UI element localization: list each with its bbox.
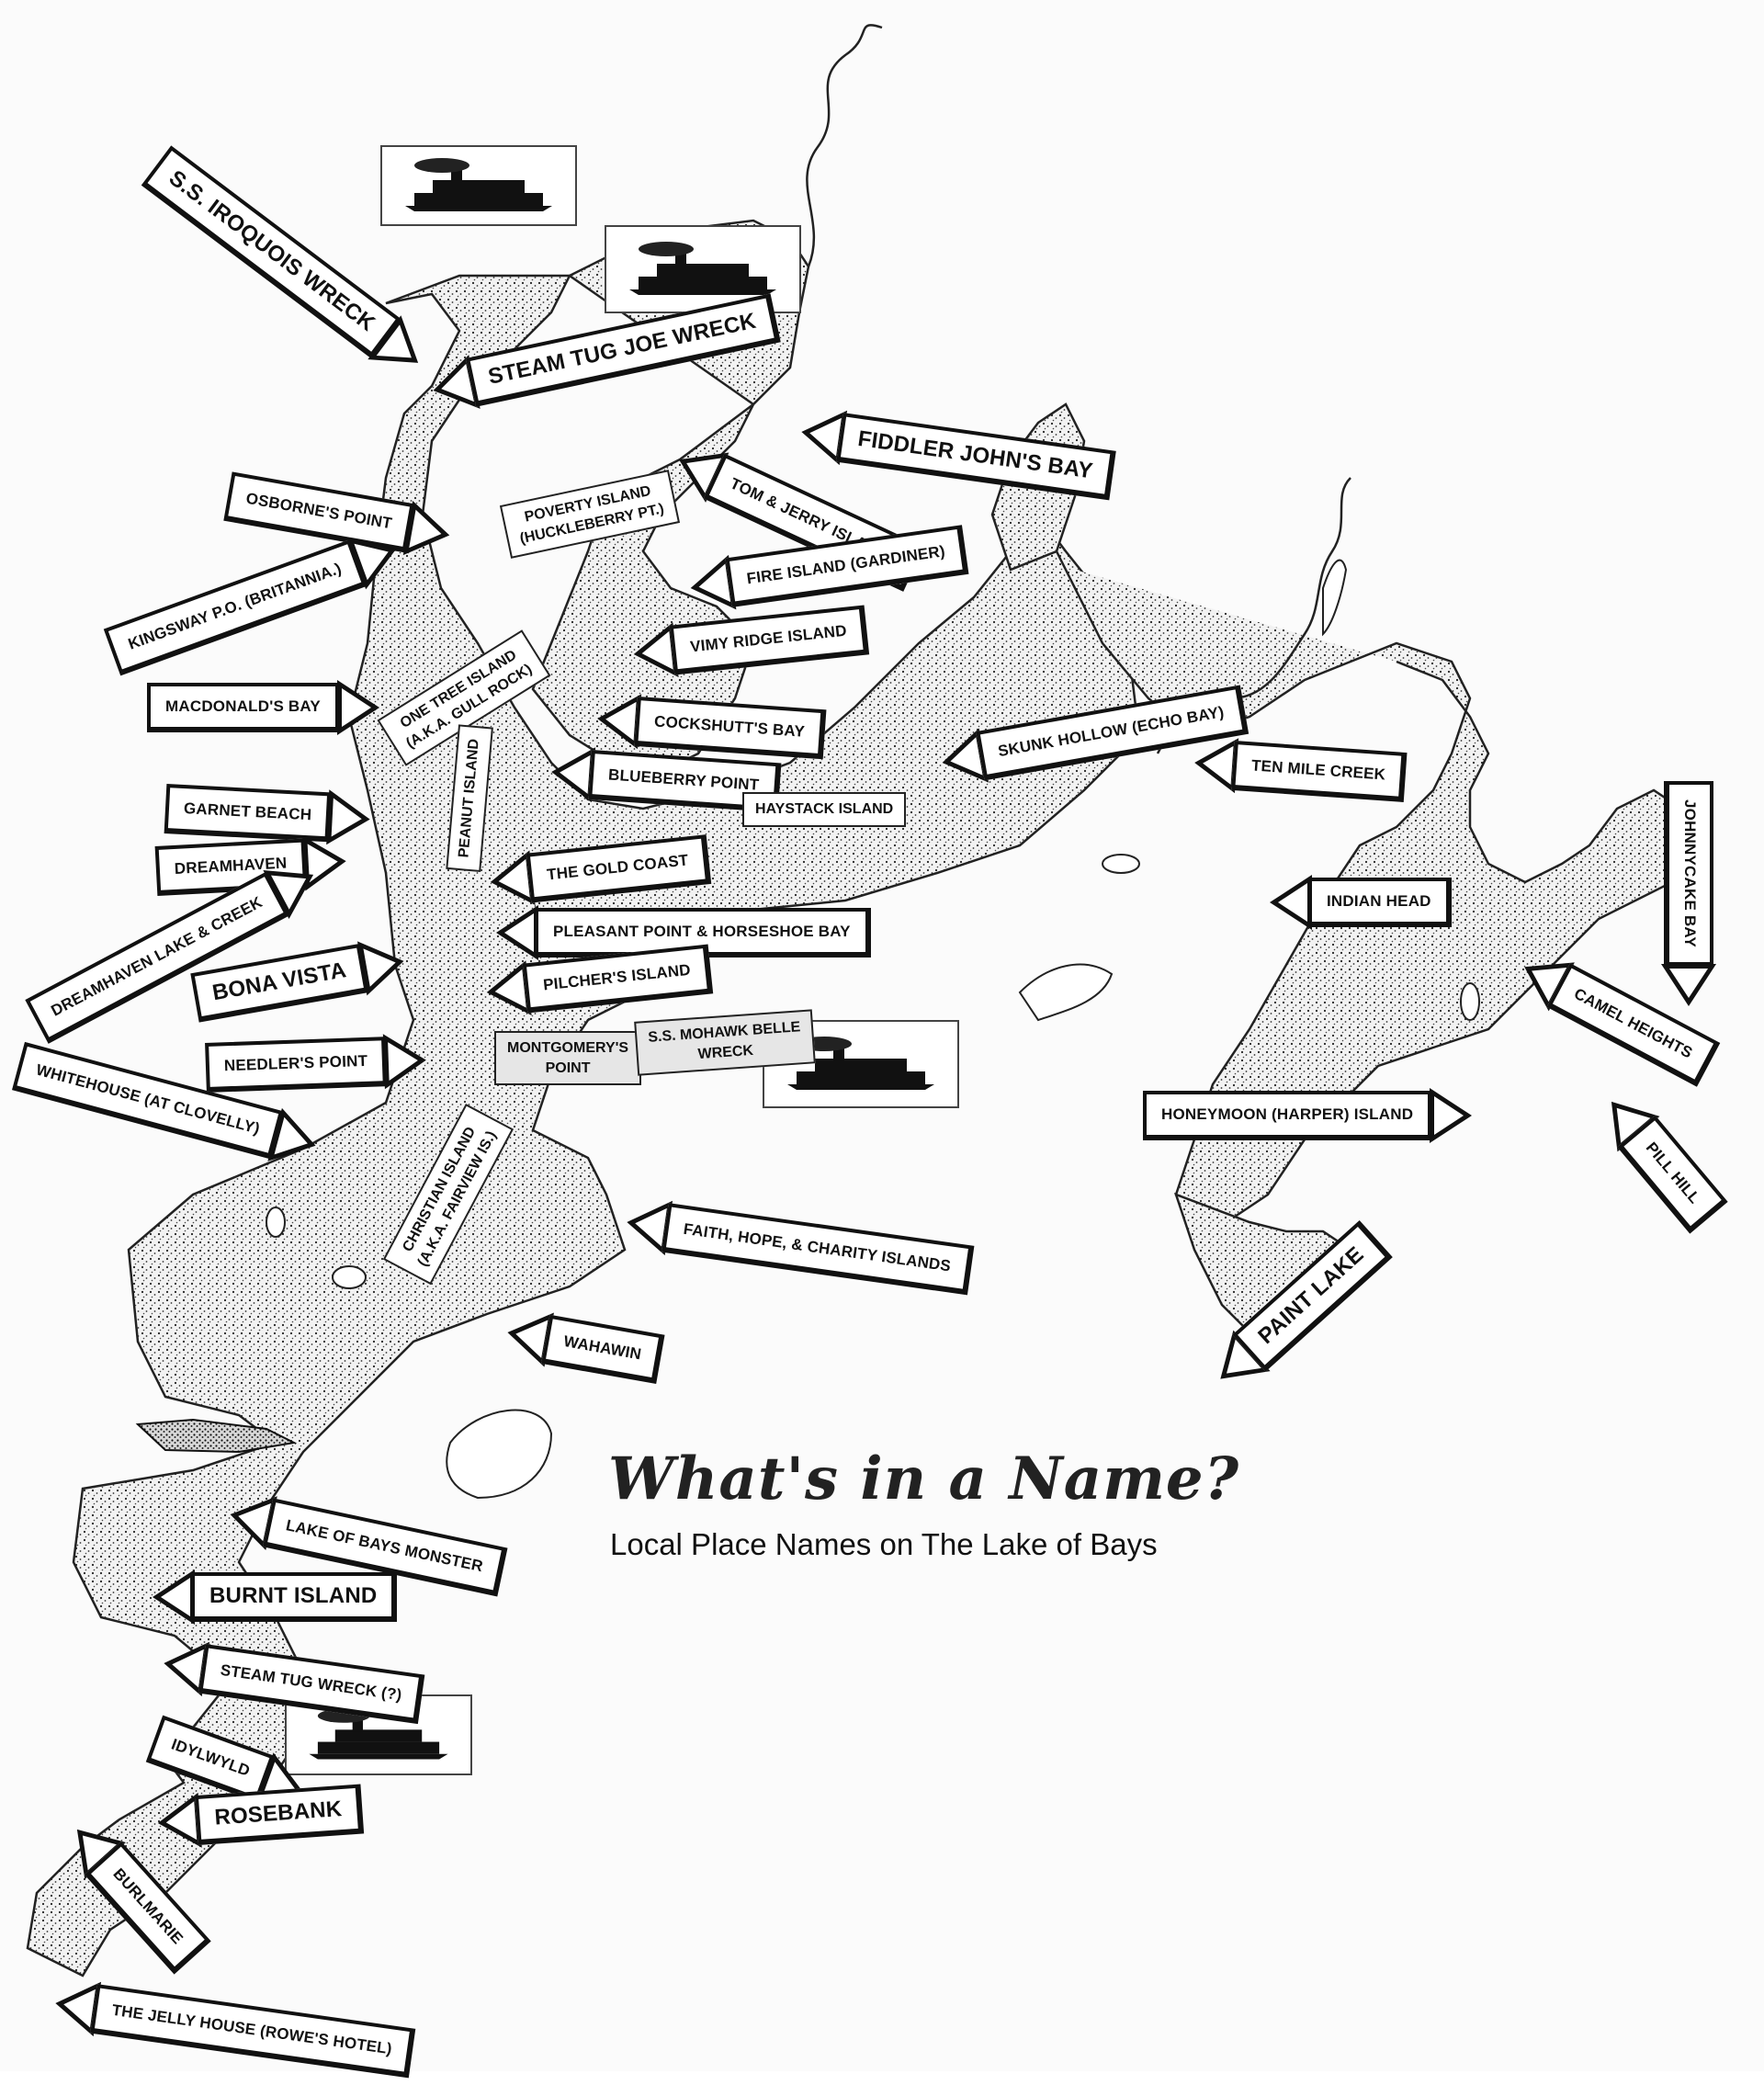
island — [266, 1207, 286, 1238]
label-indian-head: INDIAN HEAD — [1270, 875, 1452, 935]
label-line: POINT — [545, 1059, 591, 1076]
label-text: MACDONALD'S BAY — [147, 683, 341, 732]
label-honeymoon-island: HONEYMOON (HARPER) ISLAND — [1143, 1088, 1473, 1143]
label-burnt-island: BURNT ISLAND — [153, 1569, 398, 1629]
lone-island — [1018, 963, 1114, 1022]
label-line: PEANUT ISLAND — [456, 738, 482, 859]
label-text: INDIAN HEAD — [1308, 878, 1452, 927]
label-needlers-point: NEEDLER'S POINT — [205, 1032, 428, 1095]
north-river — [806, 24, 883, 267]
label-montgomerys-point: MONTGOMERY'S POINT — [494, 1031, 642, 1086]
dark-shore — [135, 1418, 298, 1454]
label-text: NEEDLER'S POINT — [205, 1037, 390, 1093]
label-text: BURNT ISLAND — [191, 1572, 398, 1622]
label-text: ROSEBANK — [194, 1784, 365, 1846]
label-line: MONTGOMERY'S — [507, 1040, 629, 1056]
island — [1102, 854, 1140, 874]
label-johnnycake-bay: JOHNNYCAKE BAY — [1661, 781, 1716, 1006]
lone-island — [1322, 559, 1348, 637]
island — [1460, 982, 1480, 1021]
label-text: GARNET BEACH — [164, 784, 334, 843]
label-text: HONEYMOON (HARPER) ISLAND — [1143, 1091, 1434, 1140]
label-text: JOHNNYCAKE BAY — [1664, 781, 1713, 968]
map-title: What's in a Name? — [608, 1445, 1240, 1513]
label-haystack-island: HAYSTACK ISLAND — [742, 792, 907, 827]
label-text: TEN MILE CREEK — [1231, 741, 1408, 803]
label-text: COCKSHUTT'S BAY — [634, 697, 827, 760]
island — [332, 1265, 367, 1289]
steamship-icon — [380, 145, 577, 226]
steamship-icon — [605, 225, 801, 313]
lone-island — [446, 1409, 553, 1500]
label-macdonalds-bay: MACDONALD'S BAY — [147, 680, 379, 735]
map-subtitle: Local Place Names on The Lake of Bays — [610, 1527, 1158, 1561]
